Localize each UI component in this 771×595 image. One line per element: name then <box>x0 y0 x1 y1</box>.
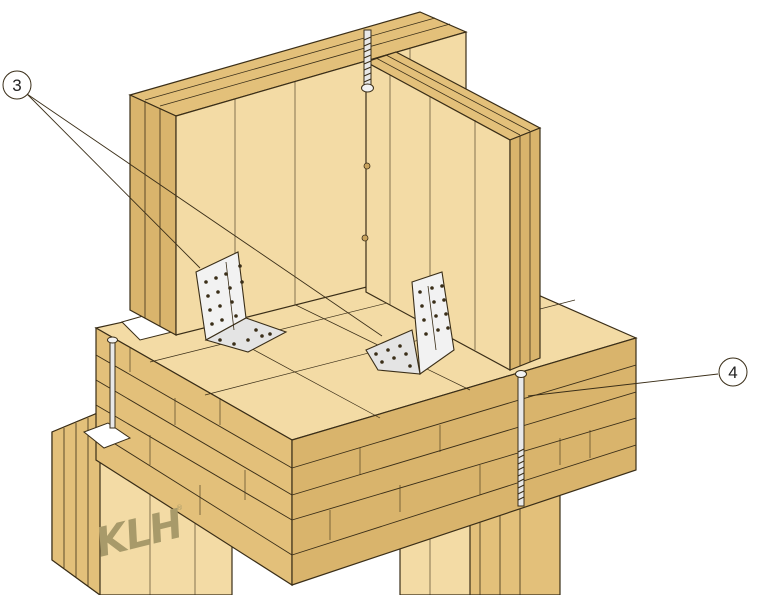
slab-screw-right <box>515 370 527 507</box>
angle-bracket-left <box>195 251 288 353</box>
fastener-hole <box>361 234 369 242</box>
fastener-hole <box>363 162 371 170</box>
leader-lines <box>26 93 719 397</box>
vertical-screw-top <box>361 29 374 93</box>
callout-4-label: 4 <box>728 363 737 382</box>
upper-wall-side <box>364 51 542 372</box>
slab-screw-left <box>107 336 118 429</box>
bearing-pad-lower <box>83 422 132 449</box>
callout-3-label: 3 <box>12 76 21 95</box>
angle-bracket-right <box>365 271 455 376</box>
callout-3: 3 <box>2 70 32 100</box>
callout-4: 4 <box>718 357 748 387</box>
logo-registered-mark: ® <box>176 504 183 512</box>
